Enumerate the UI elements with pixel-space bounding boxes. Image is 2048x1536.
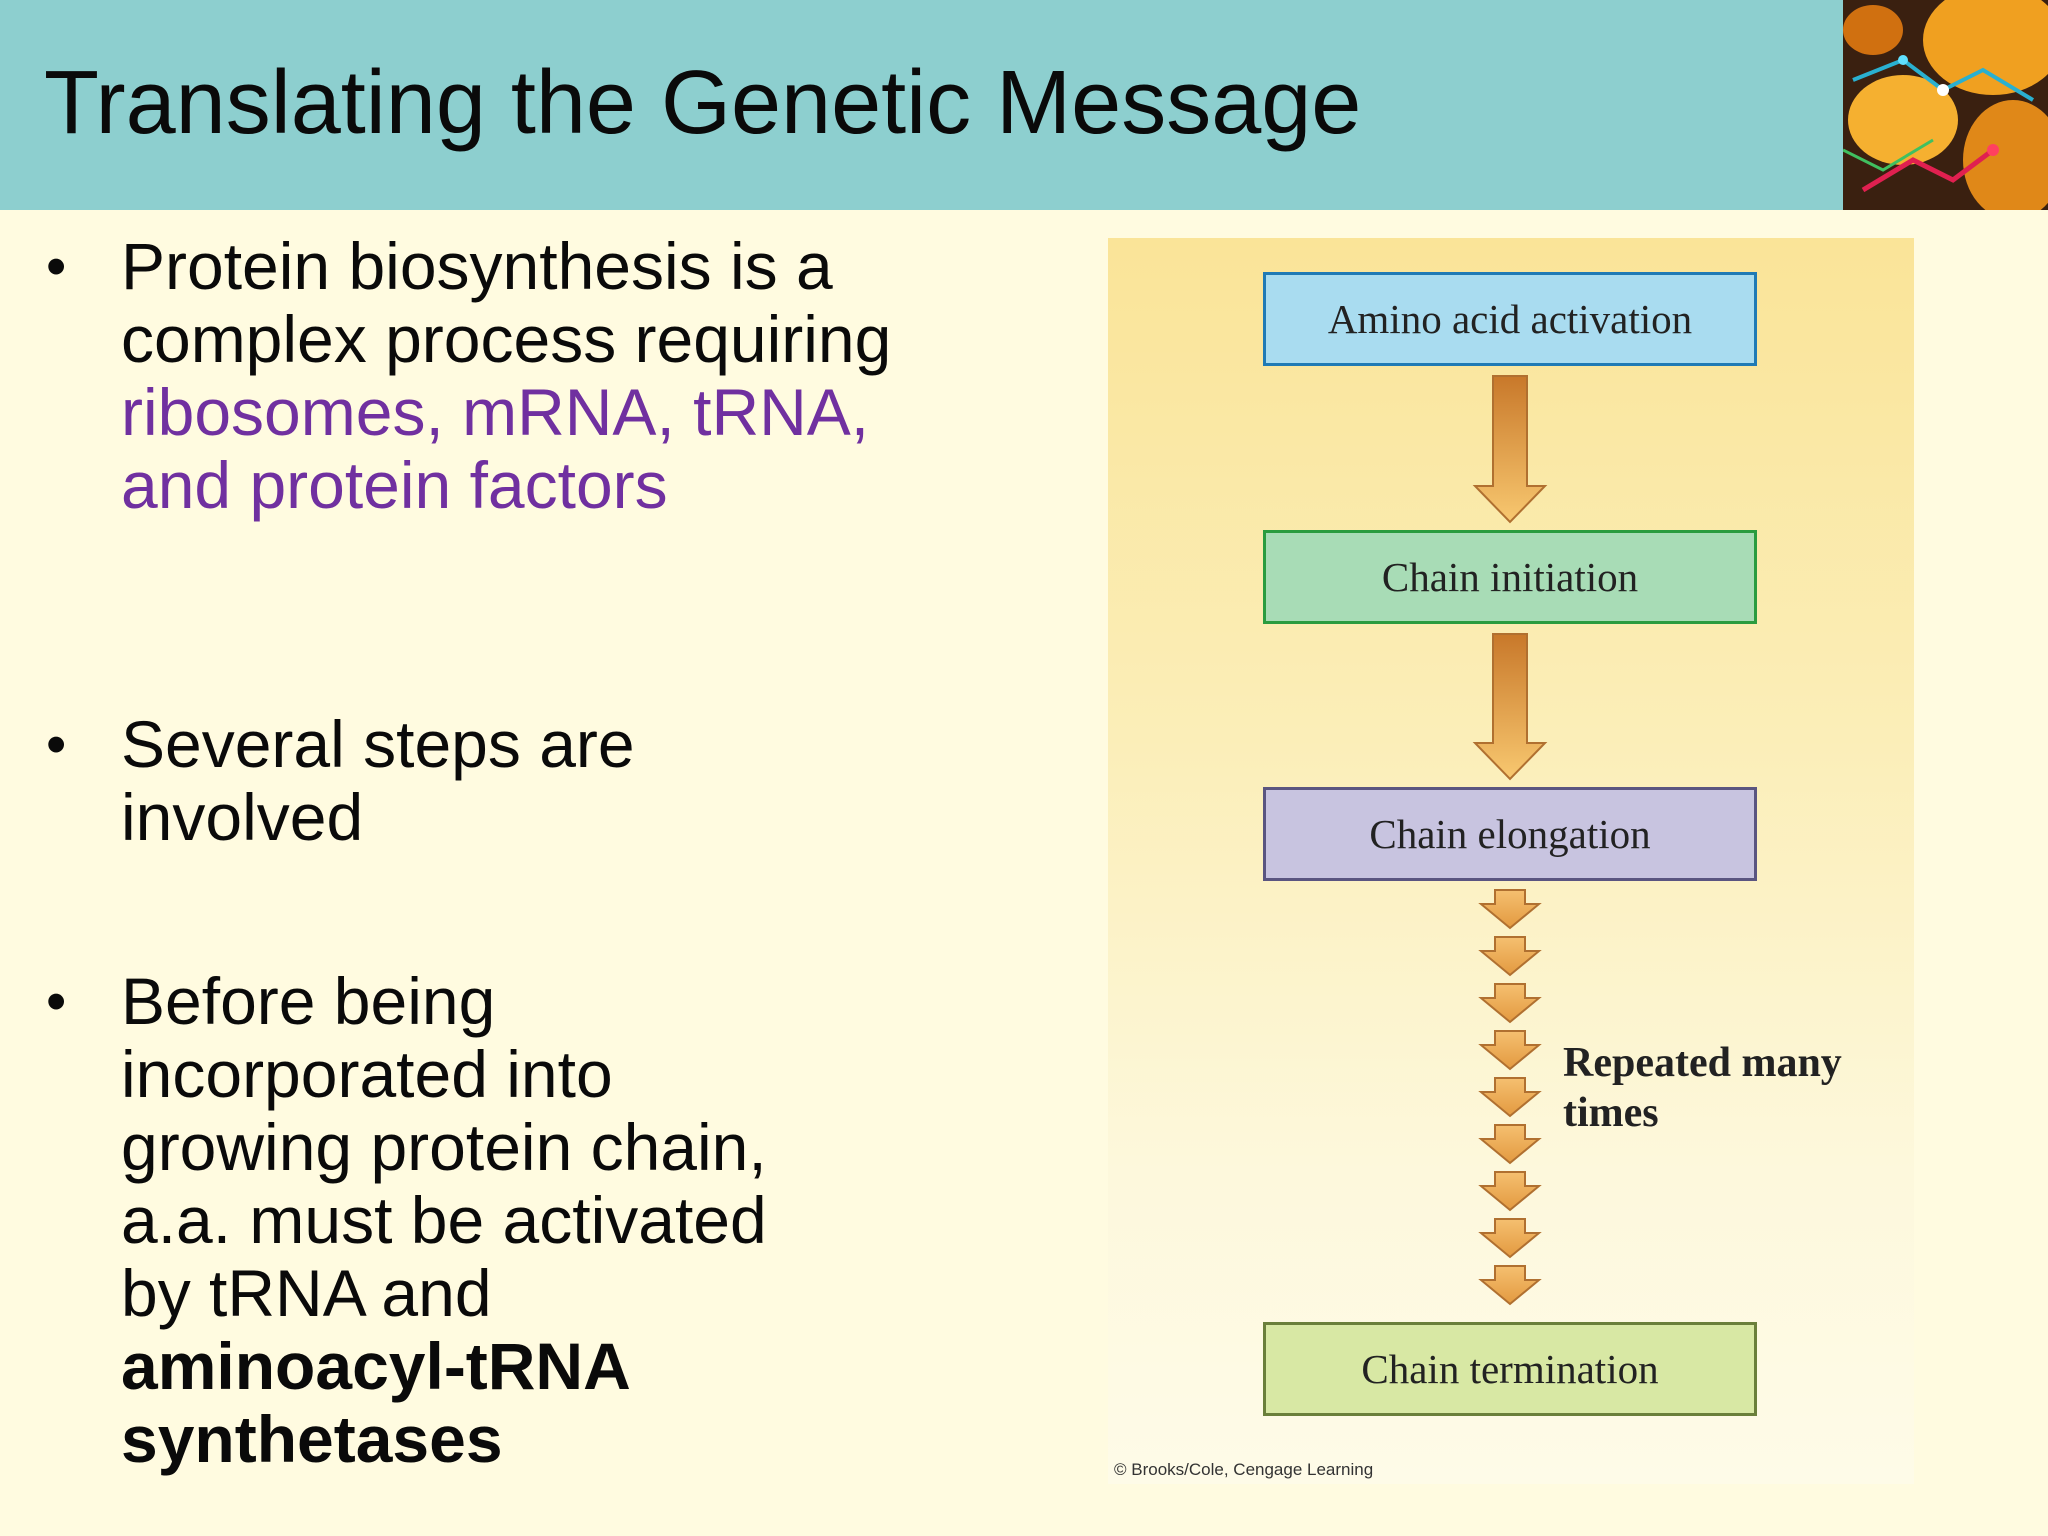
molecule-art xyxy=(1843,0,2048,210)
repeat-chevron-arrows xyxy=(1478,889,1542,1306)
step-chain-termination: Chain termination xyxy=(1263,1322,1757,1416)
bullet-text: Before being incorporated into growing p… xyxy=(121,965,841,1476)
title-bar: Translating the Genetic Message xyxy=(0,0,2048,210)
down-arrow-1 xyxy=(1472,375,1548,524)
bullet-text: Several steps are involved xyxy=(121,707,635,854)
repeat-label: Repeated many times xyxy=(1563,1040,1842,1136)
copyright-credit: © Brooks/Cole, Cengage Learning xyxy=(1114,1460,1374,1479)
step-amino-acid-activation: Amino acid activation xyxy=(1263,272,1757,366)
bullet-text-plain: Before being incorporated into growing p… xyxy=(121,964,767,1330)
molecule-image xyxy=(1843,0,2048,210)
bullet-text: Protein biosynthesis is a complex proces… xyxy=(121,230,901,522)
bullet-list: • Protein biosynthesis is a complex proc… xyxy=(0,0,1000,1536)
bullet-dot: • xyxy=(46,969,67,1034)
arrow-layer xyxy=(1472,375,1548,1306)
step-chain-initiation: Chain initiation xyxy=(1263,530,1757,624)
down-arrow-2 xyxy=(1472,633,1548,781)
step-chain-elongation: Chain elongation xyxy=(1263,787,1757,881)
bullet-dot: • xyxy=(46,712,67,777)
translation-flow-diagram: Amino acid activation Chain initiation C… xyxy=(1108,238,1914,1484)
bullet-text-bold: aminoacyl-tRNA synthetases xyxy=(121,1329,629,1476)
bullet-text-plain: Protein biosynthesis is a complex proces… xyxy=(121,229,892,376)
bullet-dot: • xyxy=(46,234,67,299)
slide-title: Translating the Genetic Message xyxy=(44,53,1362,153)
bullet-text-highlight: ribosomes, mRNA, tRNA, and protein facto… xyxy=(121,375,870,522)
